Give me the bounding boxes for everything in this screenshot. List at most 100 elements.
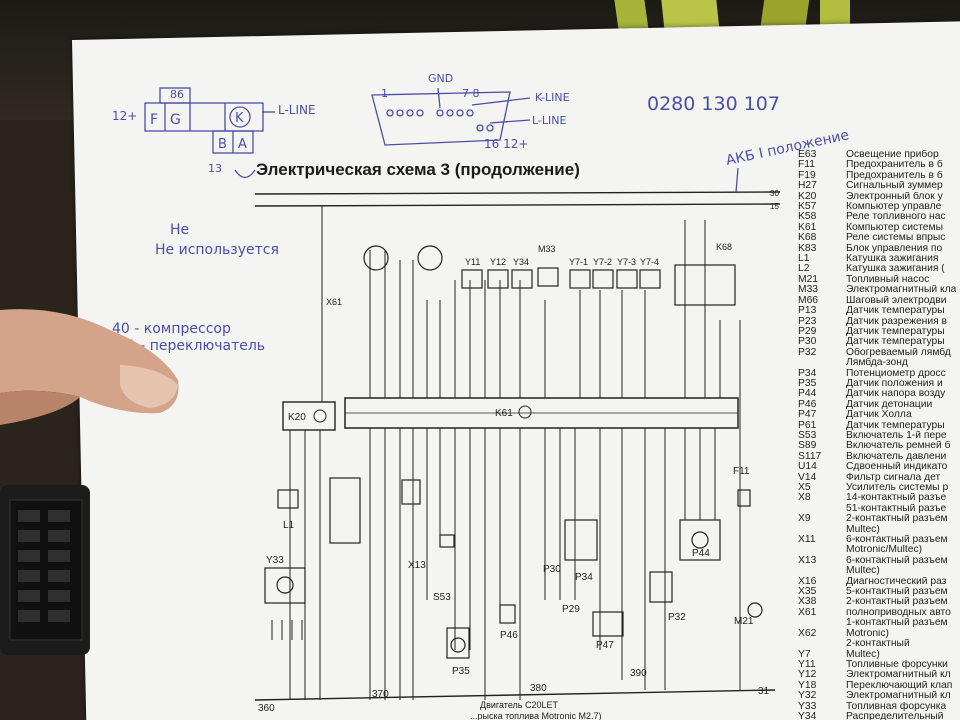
legend-code: S89 bbox=[798, 440, 817, 452]
k20-label: K20 bbox=[288, 412, 306, 423]
legend-description: 2-контактный разъем bbox=[846, 597, 948, 608]
legend-code: P46 bbox=[798, 398, 817, 410]
legend-code: X8 bbox=[798, 492, 811, 504]
not-used-note: Не используется bbox=[155, 242, 279, 258]
obd-gnd-label: GND bbox=[428, 72, 453, 85]
legend-row: S89 Включатель ремней б bbox=[798, 440, 960, 452]
legend-description: Блок управления по bbox=[846, 243, 943, 254]
legend-code: K20 bbox=[798, 190, 817, 202]
legend-code: K58 bbox=[798, 211, 817, 223]
legend-row: P46 Датчик детонации bbox=[798, 398, 960, 410]
legend-code: Y11 bbox=[798, 658, 816, 670]
legend-description: Диагностический раз bbox=[846, 576, 947, 587]
legend-code: X5 bbox=[798, 482, 811, 493]
connector-lline-label: L-LINE bbox=[278, 103, 316, 117]
legend-code: P30 bbox=[798, 336, 817, 348]
k20-block bbox=[282, 401, 336, 431]
handwritten-connector-sketch bbox=[144, 87, 275, 179]
bus-30-label: 30 bbox=[770, 189, 779, 198]
obd-pins78-label: 7 8 bbox=[462, 87, 480, 100]
legend-code: P34 bbox=[798, 367, 817, 379]
legend-code: P47 bbox=[798, 409, 817, 421]
legend-description: 6-контактный разъем bbox=[846, 555, 948, 566]
legend-code: X16 bbox=[798, 575, 817, 587]
legend-code: X62 bbox=[798, 627, 817, 639]
legend-code: M66 bbox=[798, 294, 819, 306]
legend-code: E63 bbox=[798, 149, 817, 160]
obd-lline-label: L-LINE bbox=[532, 114, 567, 127]
connector-cell-k: K bbox=[235, 111, 244, 126]
k61-label: K61 bbox=[495, 408, 513, 419]
obd-pin16-label: 16 12+ bbox=[484, 137, 528, 151]
p35-label: P35 bbox=[452, 666, 470, 677]
legend-code: S53 bbox=[798, 429, 817, 441]
legend-description: Катушка зажигания ( bbox=[846, 264, 945, 275]
ground-31-label: 31 bbox=[758, 686, 770, 697]
legend-code: F11 bbox=[798, 159, 815, 171]
part-number: 0280 130 107 bbox=[647, 93, 780, 115]
legend-description: Включатель ремней б bbox=[846, 441, 951, 452]
legend-description: 2-контактный разъем bbox=[846, 514, 948, 525]
legend-code: V14 bbox=[798, 471, 817, 483]
legend-code: X11 bbox=[798, 534, 816, 546]
legend-description: Освещение прибор bbox=[846, 150, 939, 160]
legend-code: X13 bbox=[798, 554, 817, 566]
legend-description: Датчик Холла bbox=[846, 410, 912, 421]
ground-360-label: 360 bbox=[258, 703, 275, 714]
connector-cell-f: F bbox=[150, 112, 158, 128]
legend-row: M21 Топливный насос bbox=[798, 273, 960, 285]
legend-description: Multec) bbox=[846, 524, 880, 535]
connector-pin-86-label: 86 bbox=[170, 88, 184, 101]
y7-2-label: Y7-2 bbox=[593, 257, 612, 267]
legend-code: M21 bbox=[798, 273, 819, 285]
lower-components bbox=[264, 477, 763, 659]
legend-description: Датчик температуры bbox=[846, 337, 945, 348]
p47-label: P47 bbox=[596, 640, 614, 651]
x61-label: X61 bbox=[326, 297, 342, 307]
legend-description: Сдвоенный индикато bbox=[846, 462, 948, 473]
legend-description: Топливный насос bbox=[846, 274, 930, 285]
legend-description: Электромагнитный кла bbox=[846, 285, 957, 296]
connector-13-label: 13 bbox=[208, 162, 222, 175]
legend-code: Y34 bbox=[798, 710, 817, 720]
ground-390-label: 390 bbox=[630, 668, 647, 679]
p46-label: P46 bbox=[500, 630, 518, 641]
legend-description: Реле топливного нас bbox=[846, 212, 946, 223]
connector-cell-g: G bbox=[170, 112, 181, 128]
p34-label: P34 bbox=[575, 572, 593, 583]
legend-code bbox=[798, 639, 846, 649]
legend-row: Multec) bbox=[798, 525, 960, 535]
y7-1-label: Y7-1 bbox=[569, 257, 588, 267]
diagram-footer-system: ...рыска топлива Motronic M2.7) bbox=[470, 711, 602, 720]
legend-description: Multec) bbox=[846, 566, 880, 577]
legend-row: Лямбда-зонд bbox=[798, 358, 960, 368]
legend-code: H27 bbox=[798, 180, 817, 192]
legend-code: K68 bbox=[798, 232, 817, 244]
l1-label: L1 bbox=[283, 520, 295, 531]
legend-code: X38 bbox=[798, 596, 817, 608]
legend-code: P23 bbox=[798, 315, 817, 327]
legend-description: Включатель давлени bbox=[846, 451, 947, 462]
injectors bbox=[363, 245, 736, 306]
legend-description: Датчик детонации bbox=[846, 399, 933, 410]
k68-label: K68 bbox=[716, 242, 732, 252]
